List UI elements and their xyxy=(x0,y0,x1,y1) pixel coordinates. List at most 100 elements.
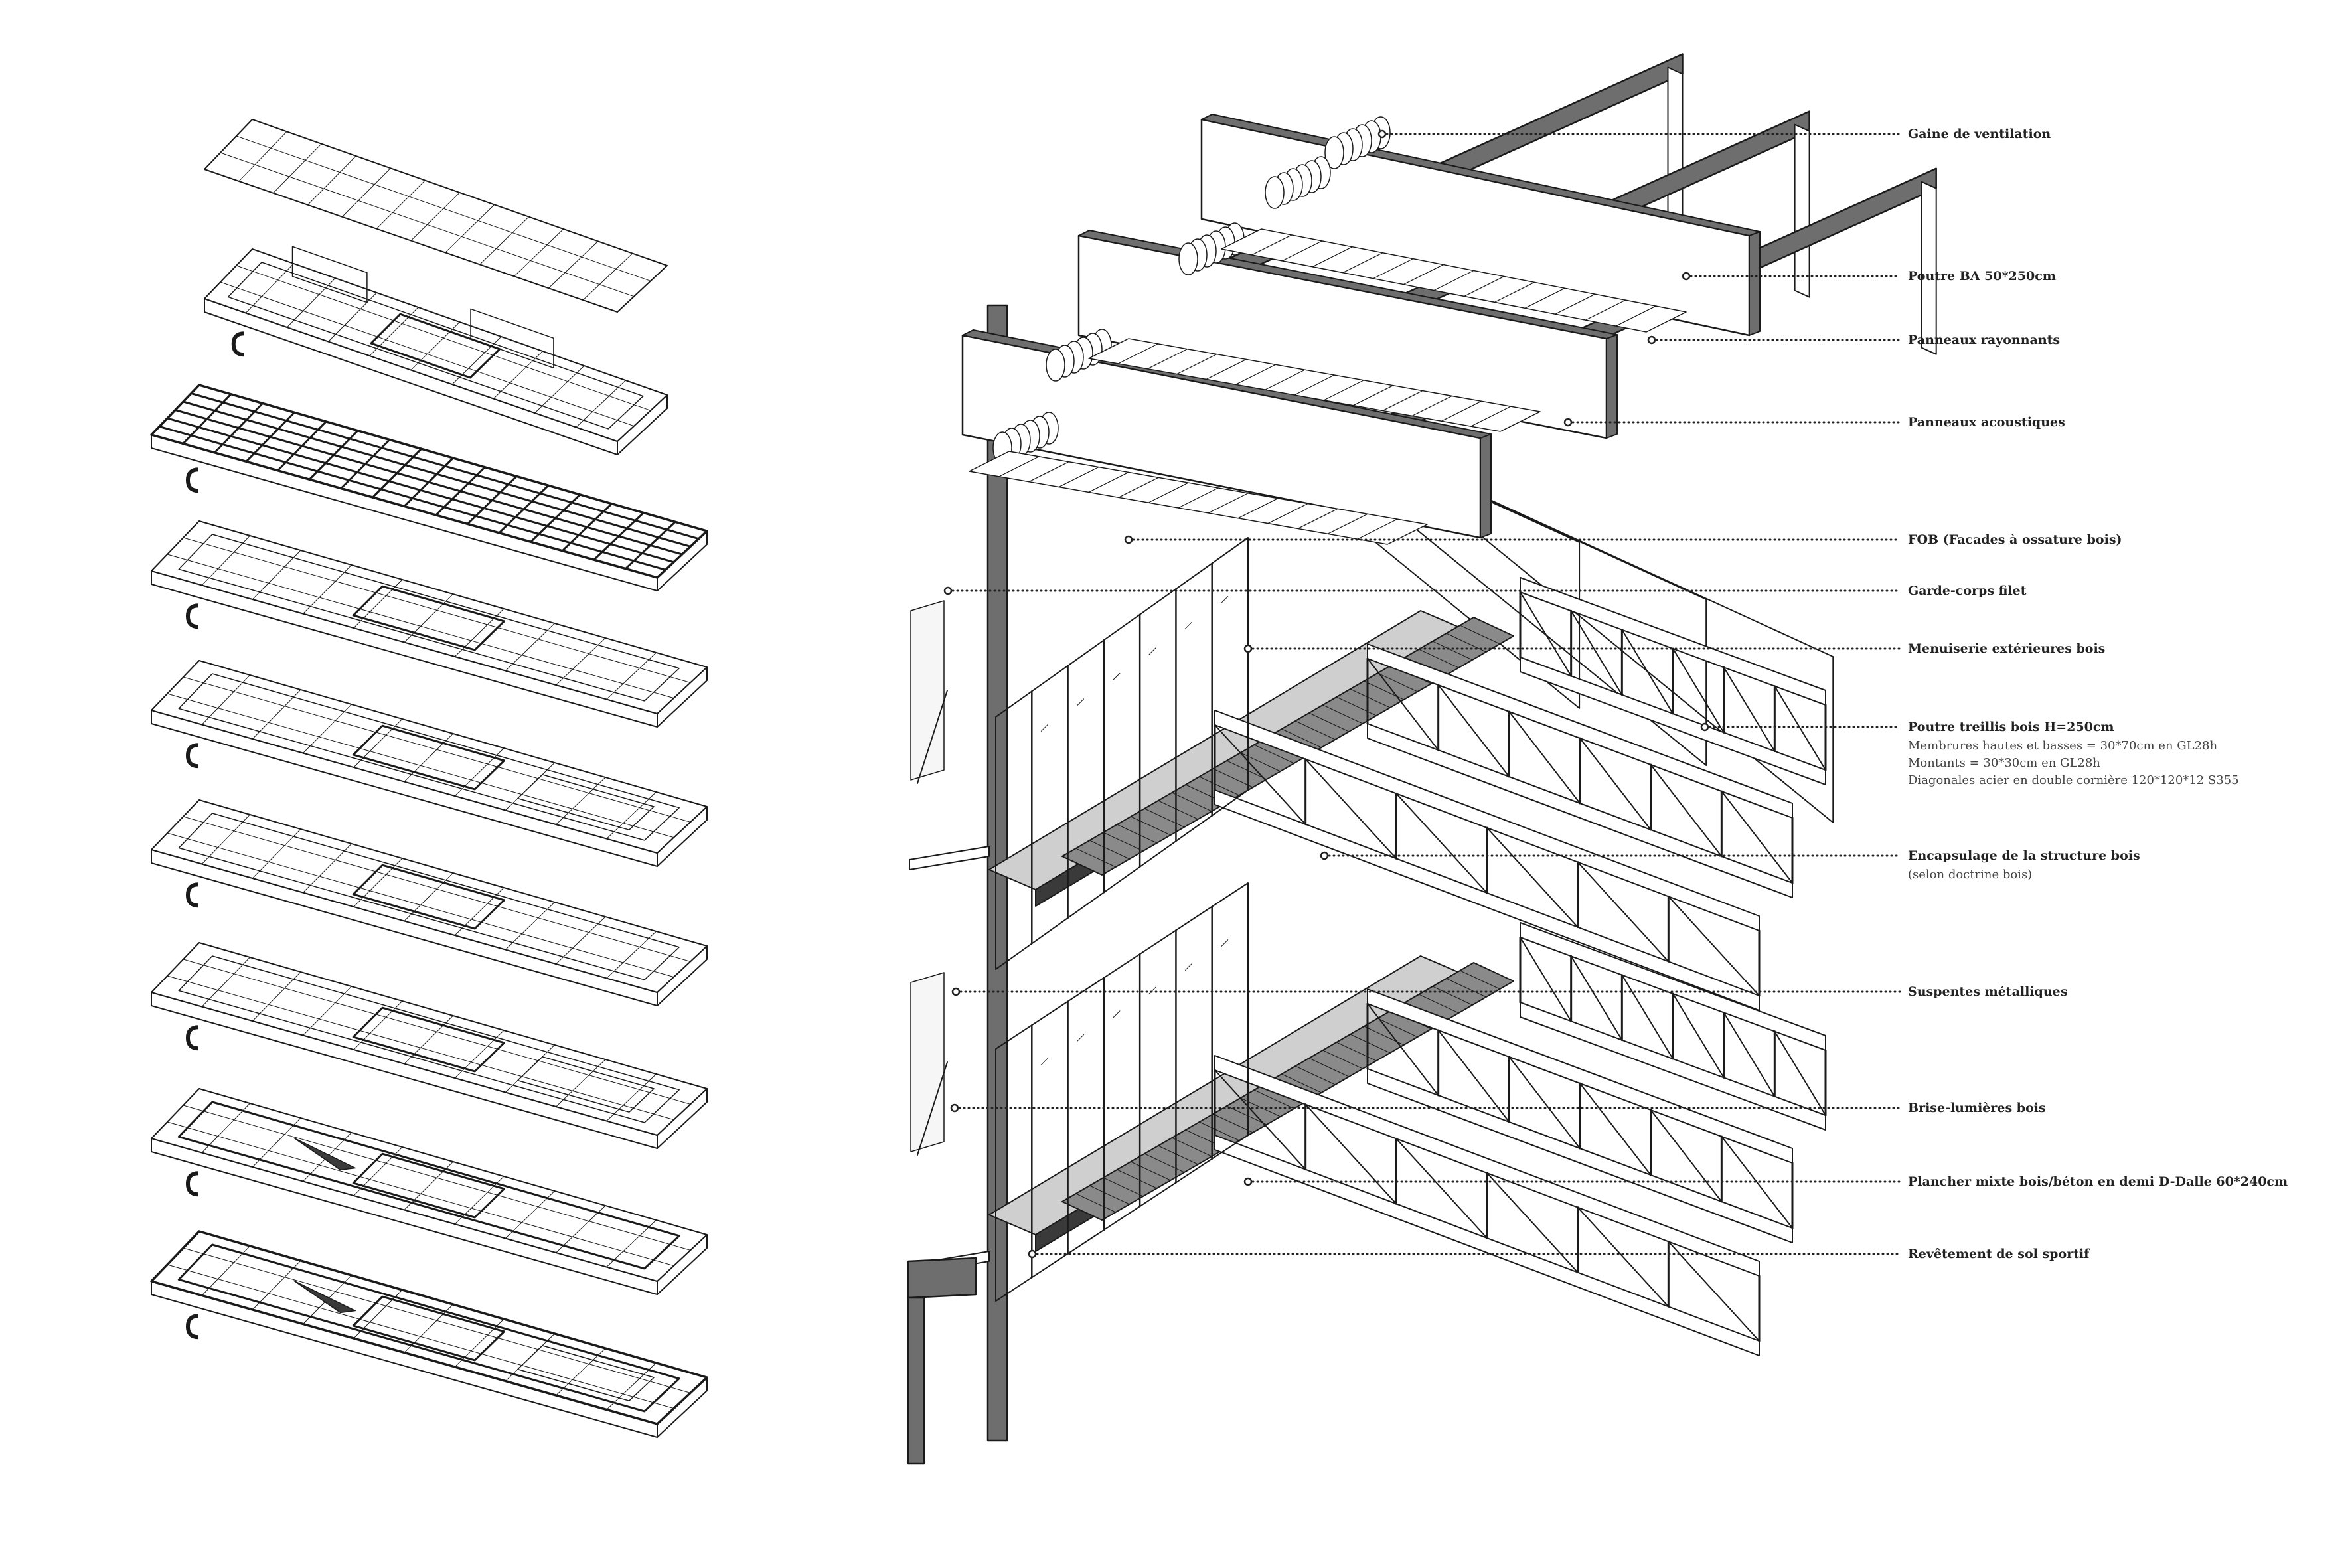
plate-stair xyxy=(293,1280,356,1314)
truss-diagonal xyxy=(1304,758,1397,860)
panel-rib xyxy=(1464,275,1505,297)
callout-revetement: Revêtement de sol sportif xyxy=(1028,1247,2090,1261)
wood-truss xyxy=(1519,922,1827,1131)
ddalle-rib xyxy=(1130,1161,1171,1181)
plate-room-outline xyxy=(178,955,680,1123)
plate-grid-line xyxy=(252,1117,301,1168)
ceiling-panels xyxy=(969,451,1428,545)
ddalle-rib xyxy=(1459,970,1500,990)
plate-grid-line xyxy=(454,887,505,936)
ddalle-rib xyxy=(1350,688,1391,708)
callout-plancher: Plancher mixte bois/béton en demi D-Dall… xyxy=(1243,1174,2288,1189)
plate-grid-line xyxy=(166,417,675,564)
plate-grid-line xyxy=(404,593,453,643)
callout-menuiserie: Menuiserie extérieures bois xyxy=(1243,641,2105,656)
ddalle-rib xyxy=(1336,1042,1377,1061)
callout-gaine: Gaine de ventilation xyxy=(1377,127,2051,141)
truss-diagonal xyxy=(1672,993,1725,1079)
ceiling-panels xyxy=(1088,338,1541,432)
ddalle-rib xyxy=(1075,1193,1117,1213)
callout-labels: Gaine de ventilation Poutre BA 50*250cm … xyxy=(943,127,2288,1261)
leader-anchor xyxy=(943,586,953,595)
truss-diagonal xyxy=(1723,1012,1776,1097)
ddalle-rib xyxy=(1418,649,1459,668)
plate-room-outline xyxy=(178,534,680,702)
plate-grid-line xyxy=(183,1105,691,1251)
panel-rib xyxy=(1372,258,1414,279)
truss-diagonal xyxy=(1508,1056,1581,1149)
truss-diagonal xyxy=(1304,1103,1397,1205)
plate-grid-line xyxy=(303,704,352,753)
callout-fob: FOB (Facades à ossature bois) xyxy=(1124,532,2122,547)
glass-reflection xyxy=(1077,1034,1085,1042)
ddalle-rib xyxy=(1103,1177,1144,1197)
truss-diagonal xyxy=(1577,861,1670,963)
plate-grid-line xyxy=(410,321,460,370)
plate-grid-line xyxy=(303,986,352,1036)
plate-grid-line xyxy=(201,1245,250,1296)
panel-rib xyxy=(1327,513,1368,534)
ddalle-rib xyxy=(1226,760,1267,780)
truss-diagonal xyxy=(1579,738,1652,830)
wood-truss xyxy=(1366,643,1794,898)
plate-grid-line xyxy=(479,216,530,265)
plate-room-outline xyxy=(178,673,680,841)
plate-grid-line xyxy=(404,1161,453,1210)
beam-end xyxy=(1749,231,1761,336)
plate-grid-line xyxy=(307,155,356,206)
plate-grid-line xyxy=(167,693,674,838)
floor-level xyxy=(988,922,1827,1356)
leader-anchor xyxy=(1243,1177,1253,1186)
plate-grid-line xyxy=(286,277,336,328)
truss-diagonal xyxy=(1395,793,1488,894)
truss-diagonal xyxy=(1577,1206,1670,1308)
plate-grid-line xyxy=(158,426,666,571)
ddalle-rib xyxy=(1075,848,1117,868)
window-frame xyxy=(995,882,1249,1302)
plate-core xyxy=(370,313,501,379)
window-frame xyxy=(995,537,1249,970)
ddalle-rib xyxy=(1212,768,1253,788)
panel-rib xyxy=(1411,395,1452,417)
glass-reflection xyxy=(1040,724,1048,732)
panel-rib xyxy=(1352,385,1394,406)
plate-grid-line xyxy=(201,1103,250,1153)
sun-shade xyxy=(910,600,948,784)
ddalle-rib xyxy=(1103,832,1144,852)
stair-turret xyxy=(185,1314,199,1340)
ddalle-rib xyxy=(1144,1153,1185,1173)
callout-panneaux-rayonnants: Panneaux rayonnants xyxy=(1647,333,2060,347)
panel-rib xyxy=(1088,471,1129,493)
floor-plate xyxy=(204,119,668,313)
ba-beam-end xyxy=(1794,123,1810,298)
leader-anchor xyxy=(1700,722,1709,732)
stair-turret xyxy=(231,331,244,357)
panel-rib xyxy=(1235,364,1277,385)
plate-grid-line xyxy=(183,959,691,1105)
plate-grid-line xyxy=(183,676,691,823)
panel-rib xyxy=(1028,461,1069,483)
truss-diagonal xyxy=(1437,684,1510,777)
wood-truss xyxy=(1519,577,1827,785)
leader-anchor xyxy=(1377,129,1387,139)
sun-shade xyxy=(910,972,948,1156)
glass-reflection xyxy=(1077,698,1085,706)
plate-grid-line xyxy=(606,1073,657,1121)
plate-court xyxy=(517,1056,655,1113)
plate-grid-line xyxy=(182,400,692,548)
ddalle-rib xyxy=(1432,986,1473,1006)
ddalle-rib xyxy=(1117,1169,1158,1189)
base-beam xyxy=(907,1257,977,1299)
panel-rib xyxy=(1206,358,1247,380)
plate-grid-line xyxy=(303,564,352,614)
ba-beam-shadow xyxy=(1368,443,1834,824)
plate-grid-line xyxy=(252,689,301,740)
duct-rib xyxy=(1324,136,1344,169)
floor-plate xyxy=(151,942,708,1149)
truss-diagonal xyxy=(1579,1083,1652,1176)
plate-wall-box xyxy=(470,308,554,369)
truss-diagonal xyxy=(1721,791,1793,884)
plate-room-outline xyxy=(227,262,644,430)
panel-rib xyxy=(1524,287,1565,309)
plate-grid-line xyxy=(454,747,505,797)
